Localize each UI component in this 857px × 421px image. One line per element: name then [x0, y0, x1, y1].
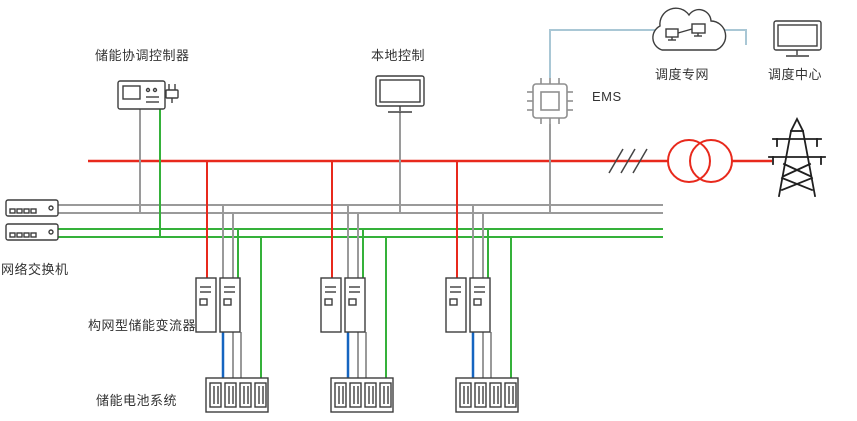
label-local-control: 本地控制 — [371, 48, 426, 63]
coordinator-controller-icon — [117, 80, 166, 110]
dispatch-network-cloud-icon — [652, 7, 727, 51]
label-dispatch-center: 调度中心 — [768, 67, 823, 82]
dispatch-link-line — [549, 29, 747, 78]
battery-system-icon — [455, 377, 519, 413]
storage-unit-group — [320, 161, 394, 413]
converter-cabinet-icon — [445, 277, 467, 333]
converter-cabinet-icon — [344, 277, 366, 333]
storage-unit-group — [195, 161, 269, 413]
dispatch-center-monitor-icon — [773, 20, 822, 57]
battery-system-icon — [330, 377, 394, 413]
label-dispatch-network: 调度专网 — [655, 67, 710, 82]
label-converter: 构网型储能变流器 — [88, 318, 197, 333]
converter-cabinet-icon — [469, 277, 491, 333]
plug-icon — [165, 84, 179, 103]
line-break-slashes — [608, 148, 648, 174]
gray-comm-bus — [58, 204, 663, 214]
storage-unit-group — [445, 161, 519, 413]
converter-cabinet-icon — [320, 277, 342, 333]
converter-cabinet-icon — [219, 277, 241, 333]
converter-cabinet-icon — [195, 277, 217, 333]
network-switch-icon — [5, 199, 59, 217]
label-battery: 储能电池系统 — [96, 393, 178, 408]
label-ems: EMS — [592, 89, 622, 104]
transformer-icon — [667, 139, 733, 183]
battery-system-icon — [205, 377, 269, 413]
network-switch-icon — [5, 223, 59, 241]
green-comm-bus — [58, 228, 663, 238]
local-control-monitor-icon — [375, 75, 425, 113]
transmission-tower-icon — [768, 116, 826, 198]
ems-chip-icon — [527, 78, 573, 124]
label-network-switch: 网络交换机 — [1, 262, 69, 277]
label-coordinator: 储能协调控制器 — [95, 48, 190, 63]
